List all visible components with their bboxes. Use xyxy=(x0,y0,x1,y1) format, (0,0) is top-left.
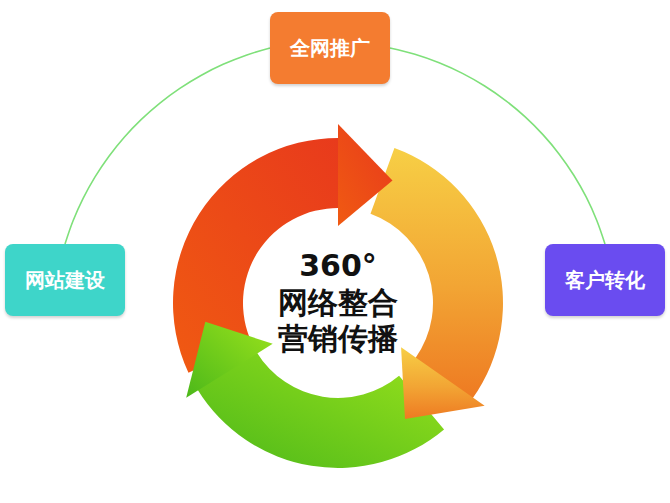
process-box: 网站建设 xyxy=(5,244,125,316)
arrow-head xyxy=(401,347,485,419)
box-label: 全网推广 xyxy=(290,36,370,60)
box-label: 网站建设 xyxy=(25,268,105,292)
arrow-head xyxy=(186,322,273,398)
process-box: 客户转化 xyxy=(545,244,665,316)
cycle-ring: 360° 网络整合 营销传播 xyxy=(168,133,508,473)
yellow-arrow xyxy=(370,148,503,399)
center-title: 360° 网络整合 营销传播 xyxy=(268,248,408,358)
box-label: 客户转化 xyxy=(565,268,645,292)
process-box: 全网推广 xyxy=(270,12,390,84)
arrow-head xyxy=(338,124,393,226)
